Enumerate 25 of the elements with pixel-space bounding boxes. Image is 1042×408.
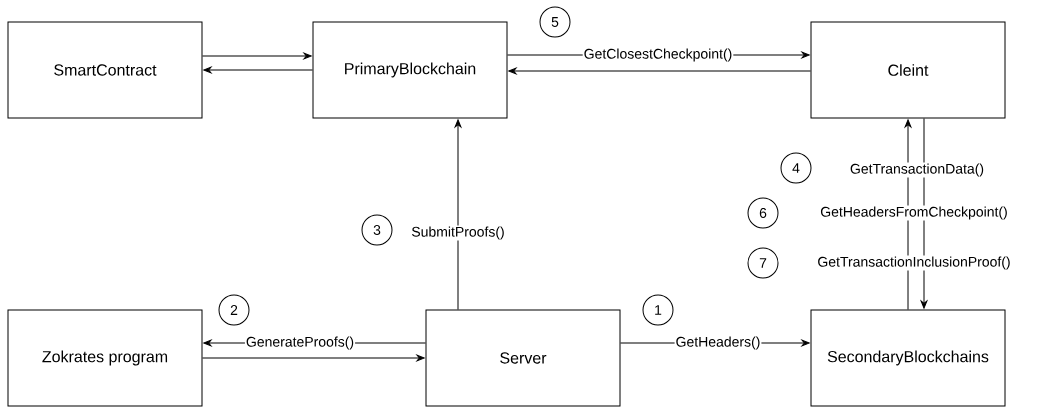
step-number: 3 <box>361 214 393 246</box>
process-box: Zokrates program <box>7 309 203 407</box>
process-box: Server <box>425 309 621 407</box>
arrow <box>454 119 462 310</box>
step-number: 1 <box>642 294 674 326</box>
edge-label: GenerateProofs() <box>244 335 356 351</box>
arrow <box>202 354 425 362</box>
method-label: GetTransactionData() <box>848 162 986 178</box>
arrow <box>508 67 811 75</box>
step-number: 2 <box>218 294 250 326</box>
edge-label: SubmitProofs() <box>410 225 506 241</box>
step-number: 5 <box>539 6 571 38</box>
edge-label: GetClosestCheckpoint() <box>582 47 734 63</box>
method-label: GetTransactionInclusionProof() <box>816 255 1012 271</box>
arrow <box>203 66 313 74</box>
step-number: 6 <box>747 197 779 229</box>
step-number: 7 <box>747 247 779 279</box>
process-box: SecondaryBlockchains <box>810 309 1006 407</box>
edge-label: GetHeaders() <box>674 335 762 351</box>
process-box: Cleint <box>810 21 1006 119</box>
arrow <box>202 52 312 60</box>
step-number: 4 <box>780 152 812 184</box>
method-label: GetHeadersFromCheckpoint() <box>819 205 1009 221</box>
process-box: PrimaryBlockchain <box>312 21 508 119</box>
process-box: SmartContract <box>7 21 203 119</box>
